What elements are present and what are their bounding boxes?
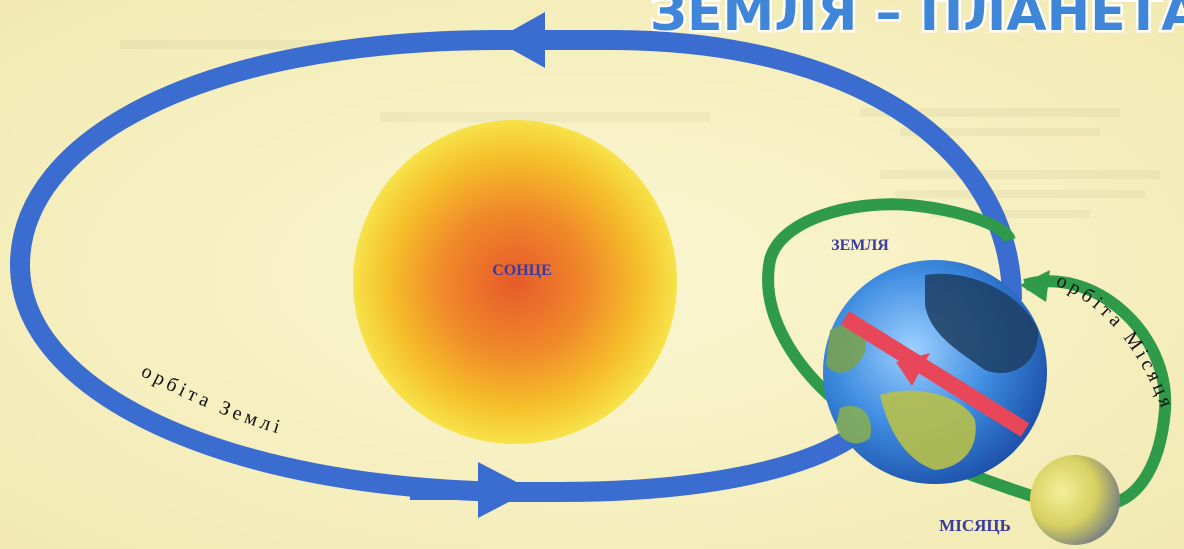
earth-axis: [840, 311, 1030, 437]
earth-label: ЗЕМЛЯ: [831, 237, 889, 254]
earth-orbit-arrowhead-bottom: [410, 462, 532, 518]
earth-axis-arrowhead: [896, 353, 930, 386]
moon: [1030, 455, 1120, 545]
moon-orbit-arrowhead-right: [1020, 270, 1050, 302]
sun: [353, 120, 677, 444]
sun-label: СОНЦЕ: [492, 262, 552, 279]
earth-orbit-arrowhead-top: [495, 12, 610, 68]
moon-label: МІСЯЦЬ: [939, 516, 1011, 535]
earth-orbit-path: [9, 30, 1022, 502]
page-title: ЗЕМЛЯ – ПЛАНЕТА: [650, 0, 1184, 43]
